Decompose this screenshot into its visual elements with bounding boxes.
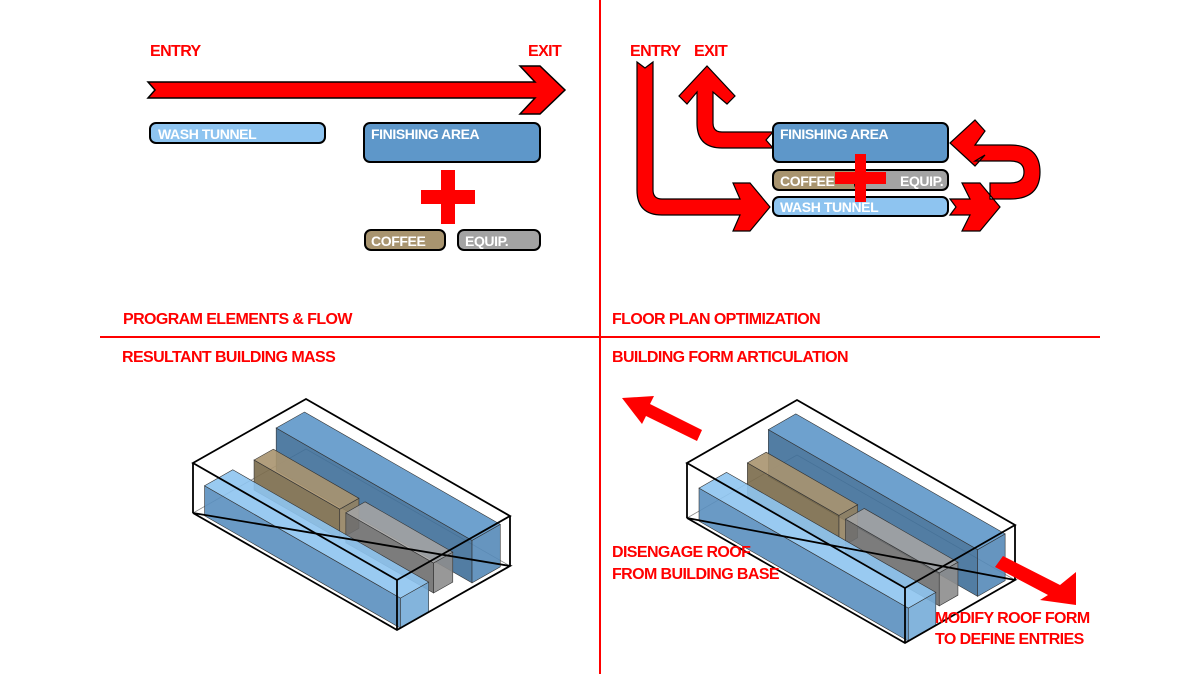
- floor-plan-quadrant: ENTRY EXIT FINISHING AREA COFFEE EQUIP. …: [612, 43, 1041, 328]
- base-outline-front: [686, 517, 1018, 645]
- quadrant-title: RESULTANT BUILDING MASS: [122, 349, 336, 366]
- finishing-area-volume-top: [275, 411, 501, 541]
- coffee-label: COFFEE: [780, 173, 834, 189]
- note-modify-line2: TO DEFINE ENTRIES: [935, 631, 1085, 648]
- exit-arrow: [678, 65, 775, 149]
- quadrant-title: PROGRAM ELEMENTS & FLOW: [123, 311, 353, 328]
- program-elements-quadrant: ENTRY EXIT WASH TUNNEL FINISHING AREA CO…: [123, 43, 567, 328]
- equip-volume-top: [844, 508, 959, 574]
- roof-arrow-up-left: [622, 396, 702, 441]
- equip-volume-top: [345, 501, 454, 564]
- entry-arrow: [636, 60, 771, 232]
- coffee-volume-top: [253, 448, 360, 510]
- finishing-area-block: [363, 122, 541, 163]
- equip-label: EQUIP.: [900, 173, 943, 189]
- wash-tunnel-label: WASH TUNNEL: [158, 126, 257, 142]
- wash-tunnel-label: WASH TUNNEL: [780, 199, 879, 215]
- note-modify-line1: MODIFY ROOF FORM: [935, 610, 1090, 627]
- note-disengage-line1: DISENGAGE ROOF: [612, 544, 751, 561]
- exit-label: EXIT: [528, 43, 562, 60]
- finishing-area-volume-top: [767, 413, 1006, 550]
- base-outline-front: [192, 512, 513, 632]
- roof-arrow-down-right: [995, 556, 1076, 605]
- loop-arrow: [948, 119, 1041, 232]
- quadrant-title: FLOOR PLAN OPTIMIZATION: [612, 311, 820, 328]
- coffee-block: [364, 229, 446, 251]
- articulated-mass-drawing: [685, 398, 1018, 645]
- quadrant-title: BUILDING FORM ARTICULATION: [612, 349, 848, 366]
- note-disengage-line2: FROM BUILDING BASE: [612, 566, 780, 583]
- equip-label: EQUIP.: [465, 233, 508, 249]
- flow-arrow: [146, 65, 567, 115]
- coffee-label: COFFEE: [371, 233, 425, 249]
- form-articulation-quadrant: BUILDING FORM ARTICULATION DISENGAGE ROO…: [612, 349, 1090, 648]
- finishing-area-label: FINISHING AREA: [780, 126, 889, 142]
- building-mass-quadrant: RESULTANT BUILDING MASS: [122, 349, 513, 632]
- plus-icon: [835, 154, 886, 202]
- plus-icon: [421, 170, 475, 224]
- entry-label: ENTRY: [150, 43, 202, 60]
- building-mass-drawing: [191, 397, 513, 632]
- coffee-volume-top: [746, 451, 859, 516]
- finishing-area-label: FINISHING AREA: [371, 126, 480, 142]
- entry-label: ENTRY: [630, 43, 682, 60]
- exit-label: EXIT: [694, 43, 728, 60]
- equip-block: [457, 229, 541, 251]
- wash-tunnel-block: [149, 122, 326, 144]
